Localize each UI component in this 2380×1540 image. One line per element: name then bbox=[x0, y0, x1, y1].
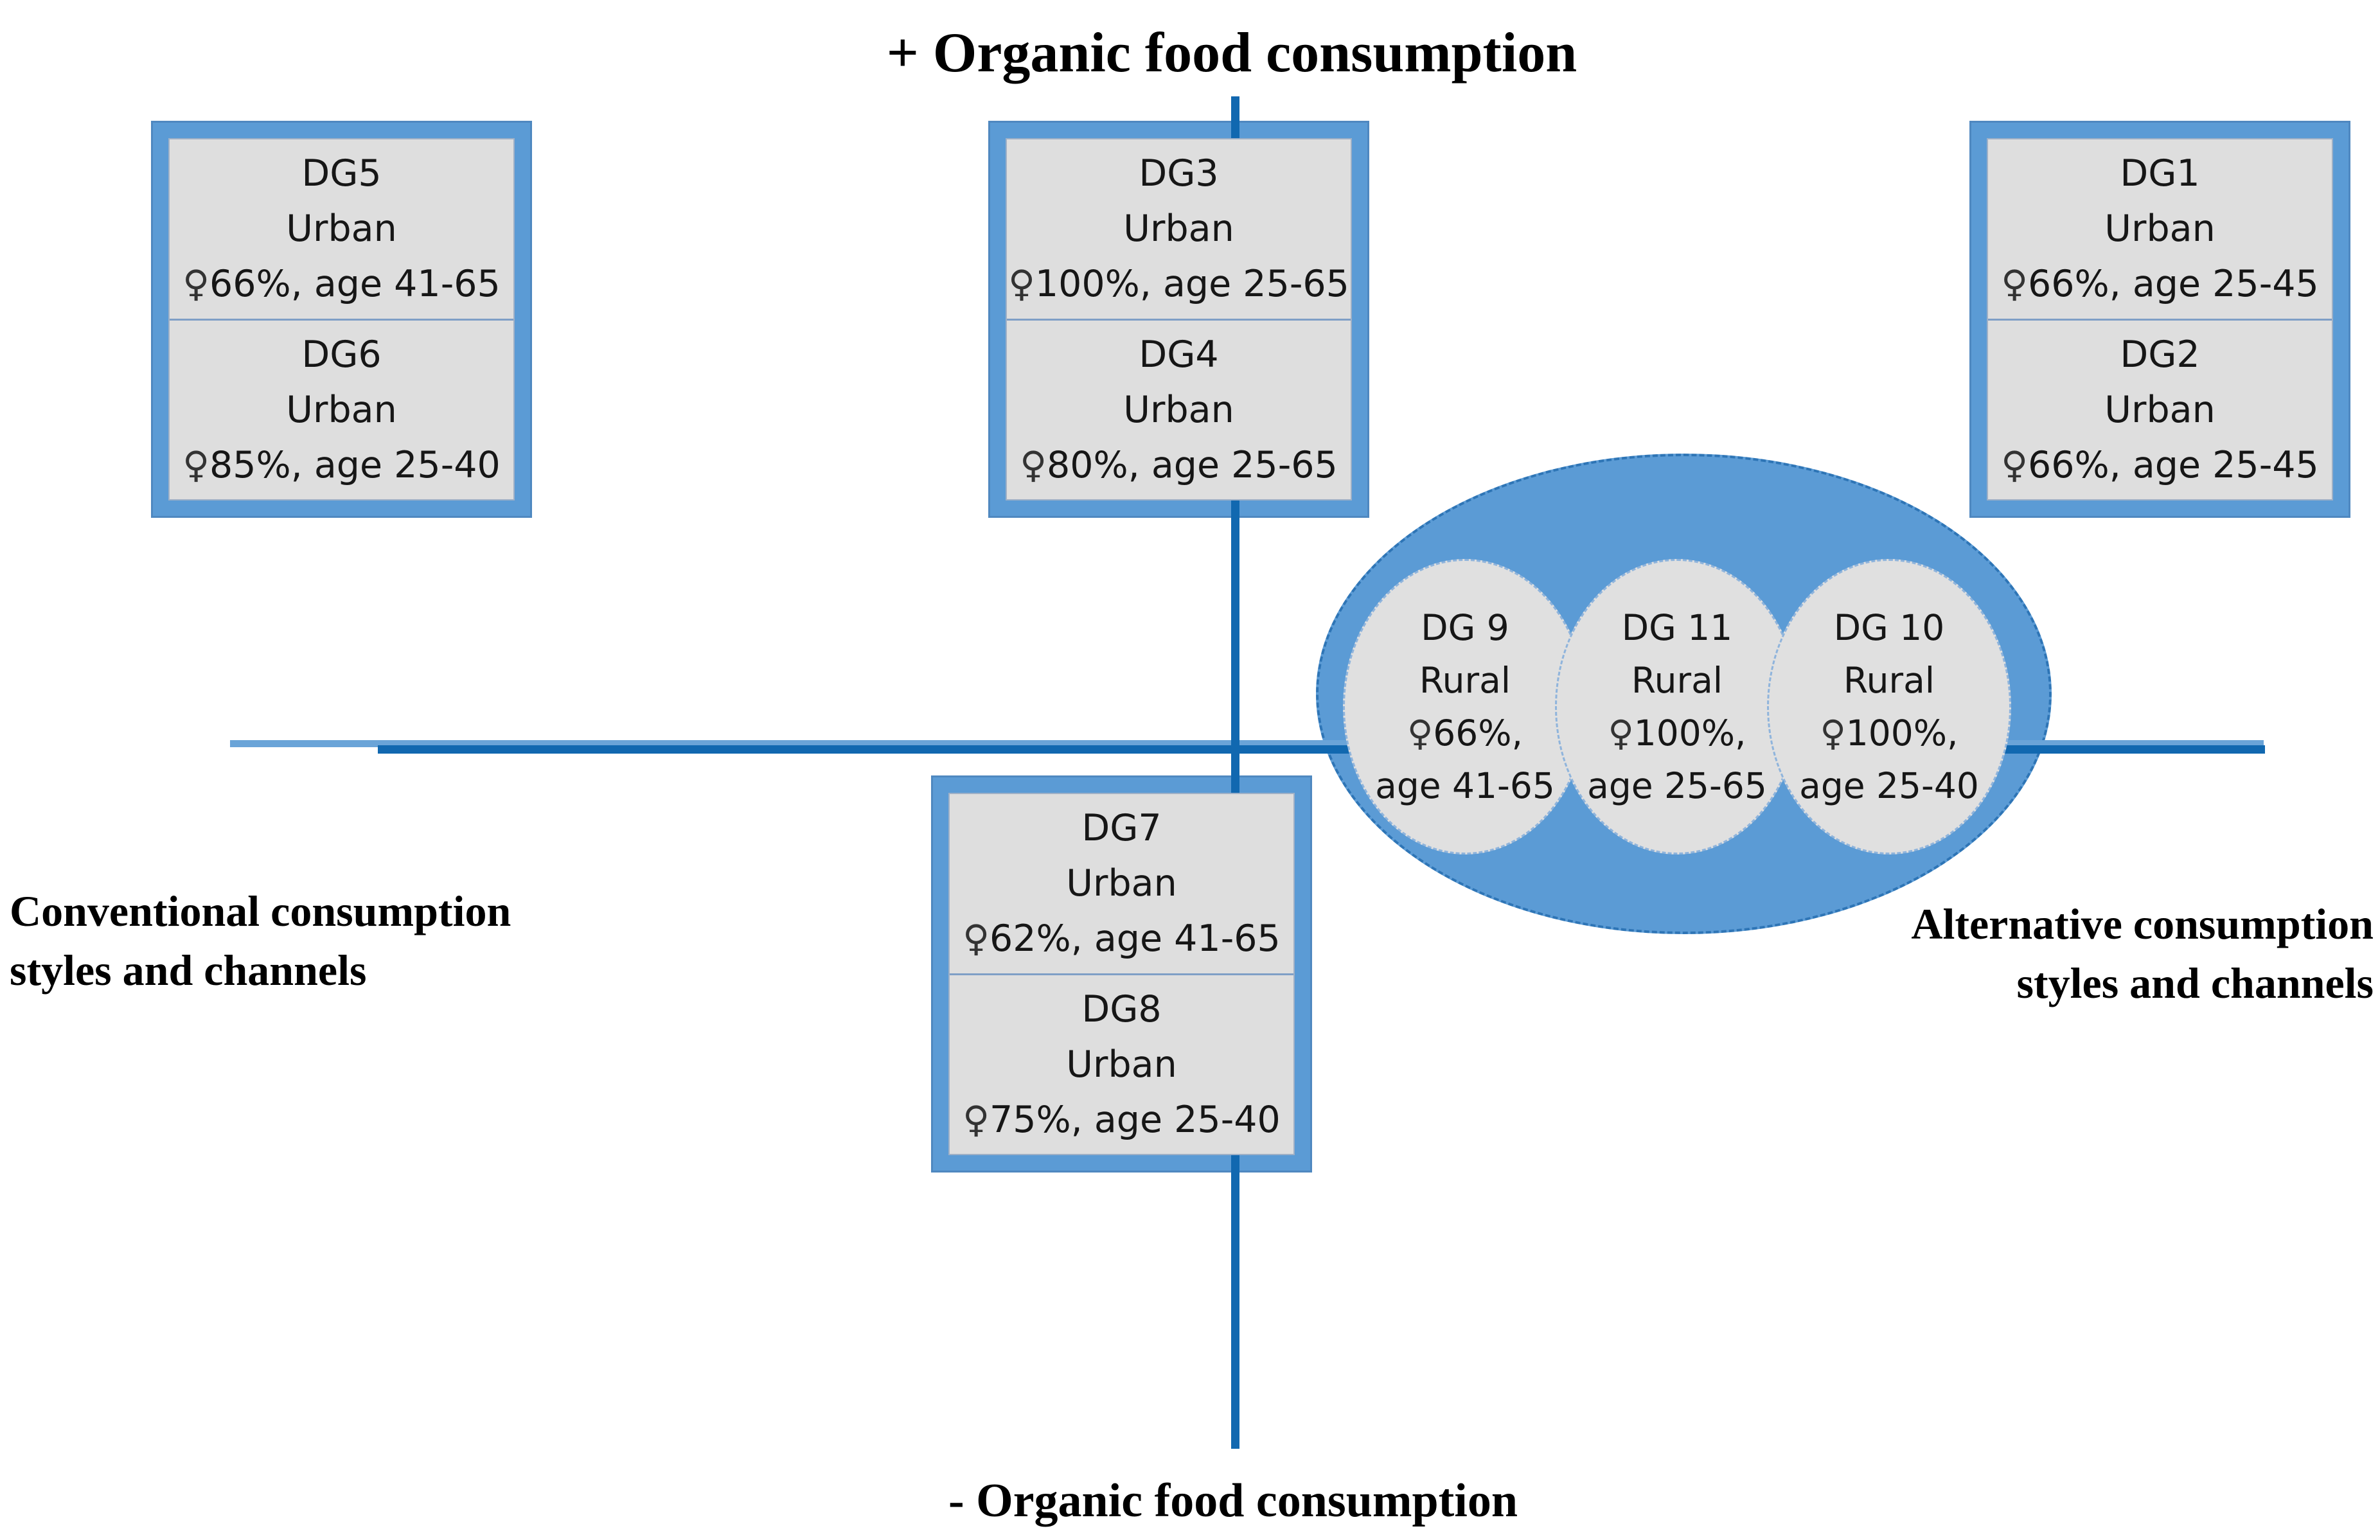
segment-area: Rural bbox=[1631, 660, 1723, 701]
box-dg1-dg2: DG1 Urban ♀66%, age 25-45 DG2 Urban ♀66%… bbox=[1987, 138, 2333, 500]
segment-dg8: DG8 Urban ♀75%, age 25-40 bbox=[950, 975, 1293, 1155]
ellipse-dg11: DG 11 Rural ♀100%, age 25-65 bbox=[1555, 559, 1799, 854]
female-icon: ♀ bbox=[1407, 712, 1434, 754]
segment-stats-text: 75%, age 25-40 bbox=[989, 1098, 1281, 1141]
axis-label-left-line2: styles and channels bbox=[10, 946, 367, 995]
segment-area: Rural bbox=[1843, 660, 1935, 701]
segment-name: DG5 bbox=[301, 152, 382, 195]
segment-dg3: DG3 Urban ♀100%, age 25-65 bbox=[1007, 139, 1351, 319]
female-icon: ♀ bbox=[2001, 443, 2028, 486]
segment-area: Urban bbox=[1066, 862, 1177, 905]
axis-label-right: Alternative consumption styles and chann… bbox=[1911, 894, 2374, 1013]
segment-stats: ♀62%, age 41-65 bbox=[963, 911, 1281, 966]
segment-name: DG2 bbox=[2120, 333, 2200, 376]
segment-dg1: DG1 Urban ♀66%, age 25-45 bbox=[1988, 139, 2332, 319]
segment-area: Rural bbox=[1419, 660, 1511, 701]
segment-stats: ♀85%, age 25-40 bbox=[182, 438, 501, 493]
segment-stats-text: 85%, age 25-40 bbox=[209, 443, 501, 486]
segment-area: Urban bbox=[2104, 208, 2216, 251]
segment-pct-text: 100%, bbox=[1845, 712, 1958, 754]
segment-area: Urban bbox=[286, 208, 397, 251]
segment-stats-text: 80%, age 25-65 bbox=[1046, 443, 1338, 486]
segment-age: age 41-65 bbox=[1375, 765, 1555, 806]
segment-divider bbox=[1007, 318, 1351, 321]
female-icon: ♀ bbox=[182, 263, 209, 306]
segment-area: Urban bbox=[286, 388, 397, 431]
female-icon: ♀ bbox=[1608, 712, 1634, 754]
segment-stats-text: 62%, age 41-65 bbox=[989, 917, 1281, 960]
segment-divider bbox=[170, 318, 513, 321]
segment-area: Urban bbox=[1066, 1043, 1177, 1086]
segment-age: age 25-40 bbox=[1799, 765, 1979, 806]
segment-pct: ♀66%, bbox=[1407, 707, 1523, 759]
segment-divider bbox=[950, 973, 1293, 975]
segment-stats: ♀66%, age 25-45 bbox=[2001, 438, 2319, 493]
box-dg3-dg4: DG3 Urban ♀100%, age 25-65 DG4 Urban ♀80… bbox=[1006, 138, 1352, 500]
axis-label-left: Conventional consumption styles and chan… bbox=[10, 881, 511, 1000]
segment-stats: ♀66%, age 41-65 bbox=[182, 256, 501, 312]
female-icon: ♀ bbox=[963, 917, 990, 960]
segment-name: DG4 bbox=[1139, 333, 1219, 376]
female-icon: ♀ bbox=[1820, 712, 1846, 754]
segment-stats-text: 66%, age 41-65 bbox=[209, 263, 501, 306]
segment-stats: ♀75%, age 25-40 bbox=[963, 1092, 1281, 1147]
segment-stats: ♀66%, age 25-45 bbox=[2001, 256, 2319, 312]
box-dg7-dg8: DG7 Urban ♀62%, age 41-65 DG8 Urban ♀75%… bbox=[948, 793, 1295, 1155]
segment-area: Urban bbox=[2104, 388, 2216, 431]
segment-stats-text: 100%, age 25-65 bbox=[1035, 263, 1349, 306]
segment-area: Urban bbox=[1123, 208, 1234, 251]
segment-area: Urban bbox=[1123, 388, 1234, 431]
segment-divider bbox=[1988, 318, 2332, 321]
segment-pct: ♀100%, bbox=[1820, 707, 1958, 759]
female-icon: ♀ bbox=[182, 443, 209, 486]
axis-label-bottom: - Organic food consumption bbox=[948, 1474, 1518, 1527]
segment-name: DG 10 bbox=[1833, 607, 1945, 648]
segment-name: DG1 bbox=[2120, 152, 2200, 195]
segment-pct-text: 100%, bbox=[1633, 712, 1746, 754]
female-icon: ♀ bbox=[1020, 443, 1047, 486]
segment-dg6: DG6 Urban ♀85%, age 25-40 bbox=[170, 321, 513, 500]
box-dg5-dg6: DG5 Urban ♀66%, age 41-65 DG6 Urban ♀85%… bbox=[168, 138, 515, 500]
segment-stats-text: 66%, age 25-45 bbox=[2027, 443, 2319, 486]
segment-stats-text: 66%, age 25-45 bbox=[2027, 263, 2319, 306]
segment-dg5: DG5 Urban ♀66%, age 41-65 bbox=[170, 139, 513, 319]
segment-name: DG3 bbox=[1139, 152, 1219, 195]
segment-name: DG8 bbox=[1081, 987, 1162, 1031]
axis-label-right-line1: Alternative consumption bbox=[1911, 899, 2374, 948]
horizontal-axis-line-light-segment bbox=[230, 740, 2264, 747]
segment-dg4: DG4 Urban ♀80%, age 25-65 bbox=[1007, 321, 1351, 500]
female-icon: ♀ bbox=[1008, 263, 1035, 306]
ellipse-dg9: DG 9 Rural ♀66%, age 41-65 bbox=[1343, 559, 1587, 854]
female-icon: ♀ bbox=[2001, 263, 2028, 306]
segment-stats: ♀80%, age 25-65 bbox=[1020, 438, 1338, 493]
segment-name: DG7 bbox=[1081, 807, 1162, 850]
axis-label-top: + Organic food consumption bbox=[886, 22, 1577, 84]
axis-label-left-line1: Conventional consumption bbox=[10, 887, 511, 935]
segment-pct: ♀100%, bbox=[1608, 707, 1746, 759]
segment-dg2: DG2 Urban ♀66%, age 25-45 bbox=[1988, 321, 2332, 500]
axis-label-right-line2: styles and channels bbox=[2016, 959, 2374, 1007]
ellipse-dg10: DG 10 Rural ♀100%, age 25-40 bbox=[1767, 559, 2011, 854]
segment-age: age 25-65 bbox=[1587, 765, 1767, 806]
segment-stats: ♀100%, age 25-65 bbox=[1008, 256, 1349, 312]
segment-pct-text: 66%, bbox=[1433, 712, 1523, 754]
segment-name: DG6 bbox=[301, 333, 382, 376]
female-icon: ♀ bbox=[963, 1098, 990, 1141]
segment-name: DG 9 bbox=[1421, 607, 1509, 648]
segment-name: DG 11 bbox=[1621, 607, 1733, 648]
segment-dg7: DG7 Urban ♀62%, age 41-65 bbox=[950, 794, 1293, 973]
